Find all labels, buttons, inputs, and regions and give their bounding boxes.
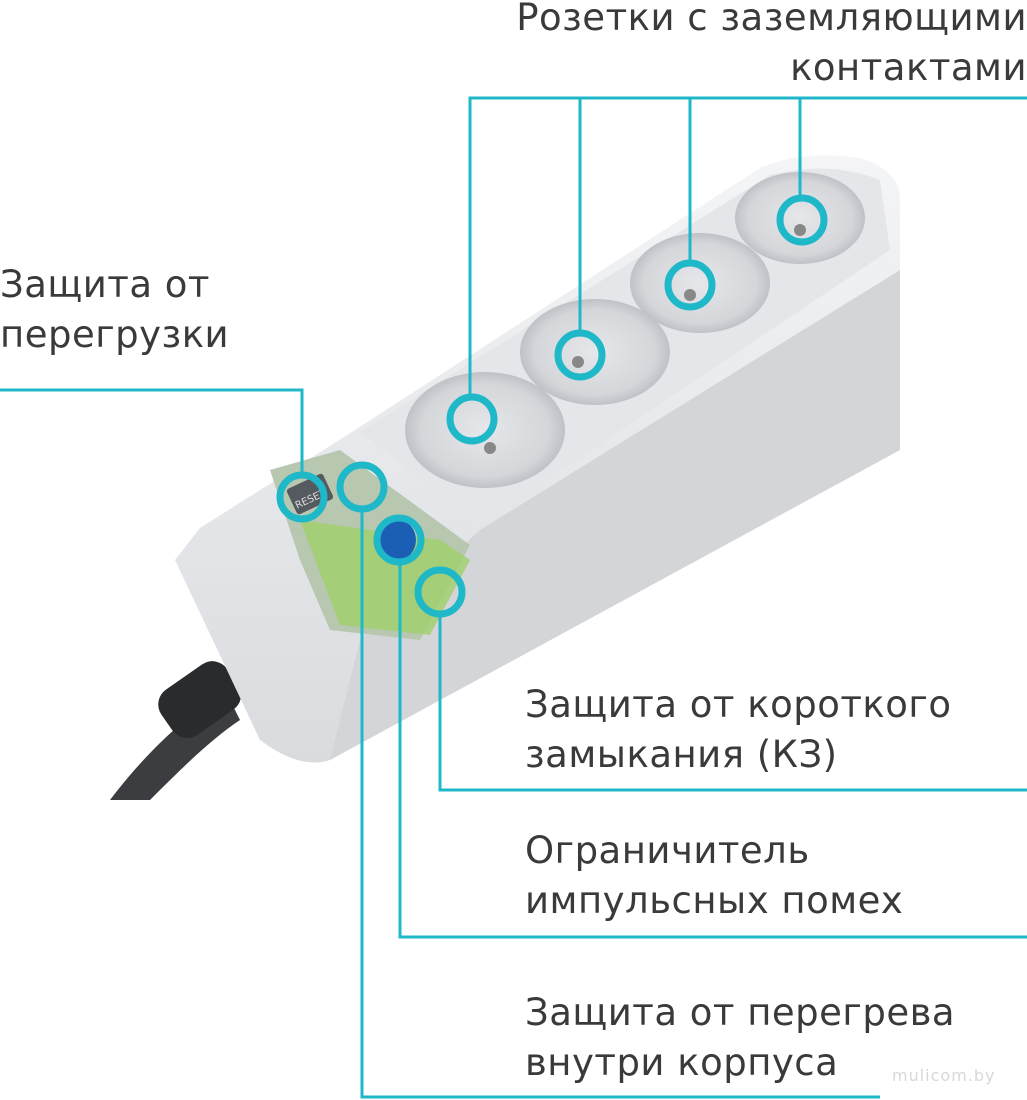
callout-circle: [446, 393, 498, 445]
callout-circles: [276, 194, 828, 618]
socket-1: [405, 372, 565, 488]
label-surge-limiter: Ограничитель импульсных помех: [525, 829, 904, 922]
label-overload-protection: Защита от перегрузки: [0, 263, 230, 356]
socket-4: [735, 172, 865, 264]
callout-line-sockets: [468, 96, 1027, 397]
callout-circle: [373, 514, 425, 566]
socket-3: [630, 233, 770, 333]
varistor: [380, 520, 416, 560]
label-overheat-protection: Защита от перегрева внутри корпуса: [525, 991, 956, 1084]
callout-line-surge: [398, 562, 1027, 939]
callout-lines: [0, 96, 1027, 1099]
callout-line-short-circuit: [438, 614, 1027, 792]
label-grounded-sockets: Розетки с заземляющими контактами: [516, 0, 1027, 89]
callout-circle: [776, 194, 828, 246]
label-short-circuit-protection: Защита от короткого замыкания (КЗ): [525, 683, 952, 776]
callout-circle: [414, 566, 466, 618]
watermark: mulicom.by: [892, 1066, 996, 1085]
socket-2: [520, 299, 670, 405]
callout-circle: [336, 461, 388, 513]
callout-circle: [276, 471, 328, 523]
callout-circle: [664, 259, 716, 311]
cable-strain-relief: [158, 661, 242, 738]
callout-line-overheat: [360, 509, 880, 1099]
callout-circle: [554, 329, 606, 381]
callout-line-overload: [0, 388, 304, 475]
